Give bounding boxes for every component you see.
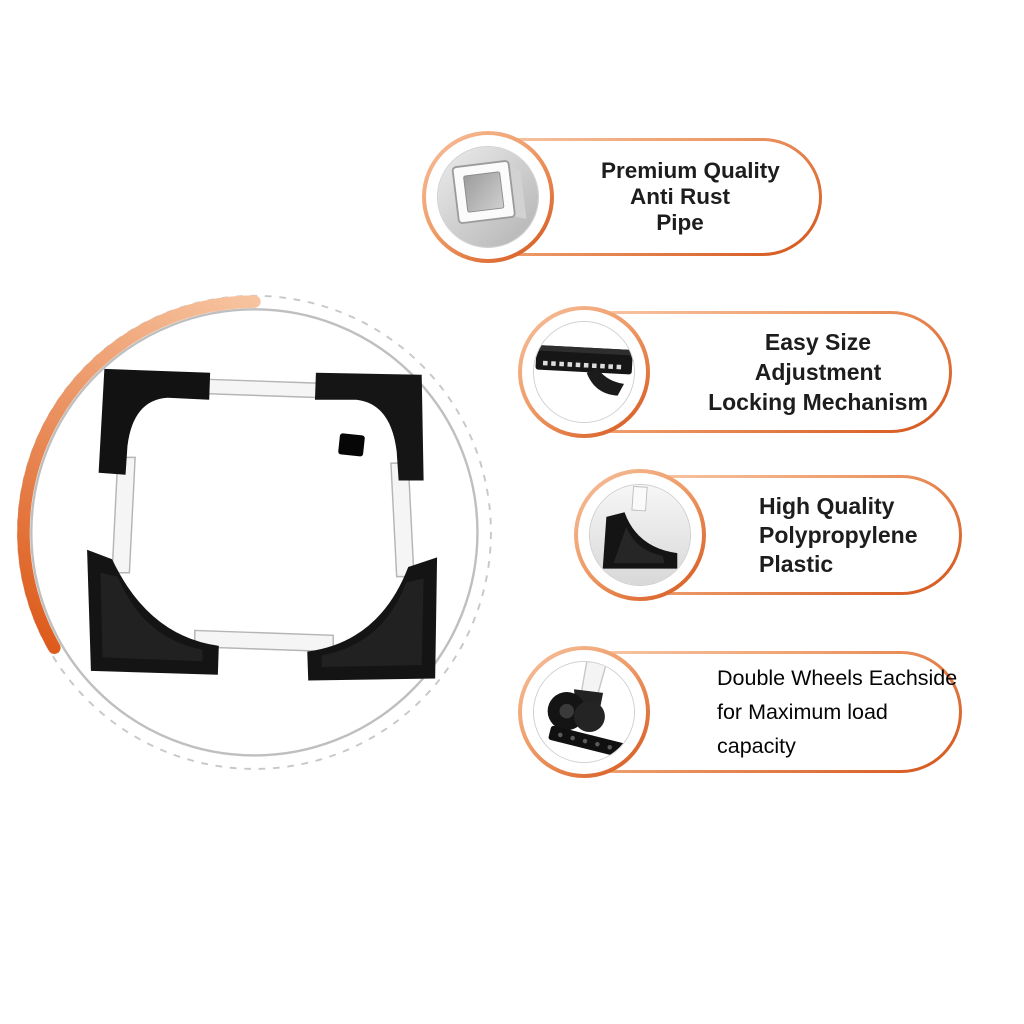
feature-title-line: Premium Quality <box>601 158 780 183</box>
feature-title-line: capacity <box>717 734 796 758</box>
wheels-photo-gap <box>522 650 646 774</box>
plastic-photo-ring <box>574 469 706 601</box>
feature-text-block: Double Wheels Eachside for Maximum load … <box>717 654 958 770</box>
hero-product-image <box>16 294 492 770</box>
pipe-photo-ring <box>422 131 554 263</box>
plastic-photo-gap <box>578 473 702 597</box>
feature-card-locking: Easy Size Adjustment Locking Mechanism <box>518 304 952 440</box>
accent-arc <box>17 295 261 655</box>
hero-section <box>14 292 514 792</box>
feature-text-block: Easy Size Adjustment Locking Mechanism <box>697 314 939 430</box>
feature-title-line: Double Wheels Eachside <box>717 666 958 690</box>
feature-title-line: for Maximum load <box>717 700 888 724</box>
feature-title-line: Anti Rust <box>630 184 730 209</box>
double-wheels-icon <box>533 661 635 763</box>
feature-title-line: Polypropylene <box>759 521 918 548</box>
feature-text-block: Premium Quality Anti Rust Pipe <box>601 141 780 253</box>
hero-ring <box>16 294 492 770</box>
feature-pill-inner: Easy Size Adjustment Locking Mechanism <box>557 314 949 430</box>
locking-photo-gap <box>522 310 646 434</box>
feature-text-block: High Quality Polypropylene Plastic <box>759 478 945 592</box>
stand-base-photo <box>87 368 438 681</box>
feature-card-pipe: Premium Quality Anti Rust Pipe <box>422 130 822 264</box>
pipe-photo-gap <box>426 135 550 259</box>
feature-title-line: Plastic <box>759 550 834 577</box>
feature-card-wheels: Double Wheels Eachside for Maximum load … <box>518 644 962 780</box>
anti-rust-pipe-icon <box>437 146 539 248</box>
feature-title-line: High Quality <box>759 492 895 519</box>
feature-title-line: Easy Size <box>764 329 872 355</box>
feature-title-line: Adjustment <box>754 359 882 385</box>
feature-title-line: Pipe <box>656 210 704 235</box>
locking-mechanism-icon <box>533 321 635 423</box>
wheels-photo-ring <box>518 646 650 778</box>
polypropylene-corner-icon <box>589 484 691 586</box>
feature-title-line: Locking Mechanism <box>708 389 928 415</box>
feature-card-plastic: High Quality Polypropylene Plastic <box>574 468 962 602</box>
locking-photo-ring <box>518 306 650 438</box>
